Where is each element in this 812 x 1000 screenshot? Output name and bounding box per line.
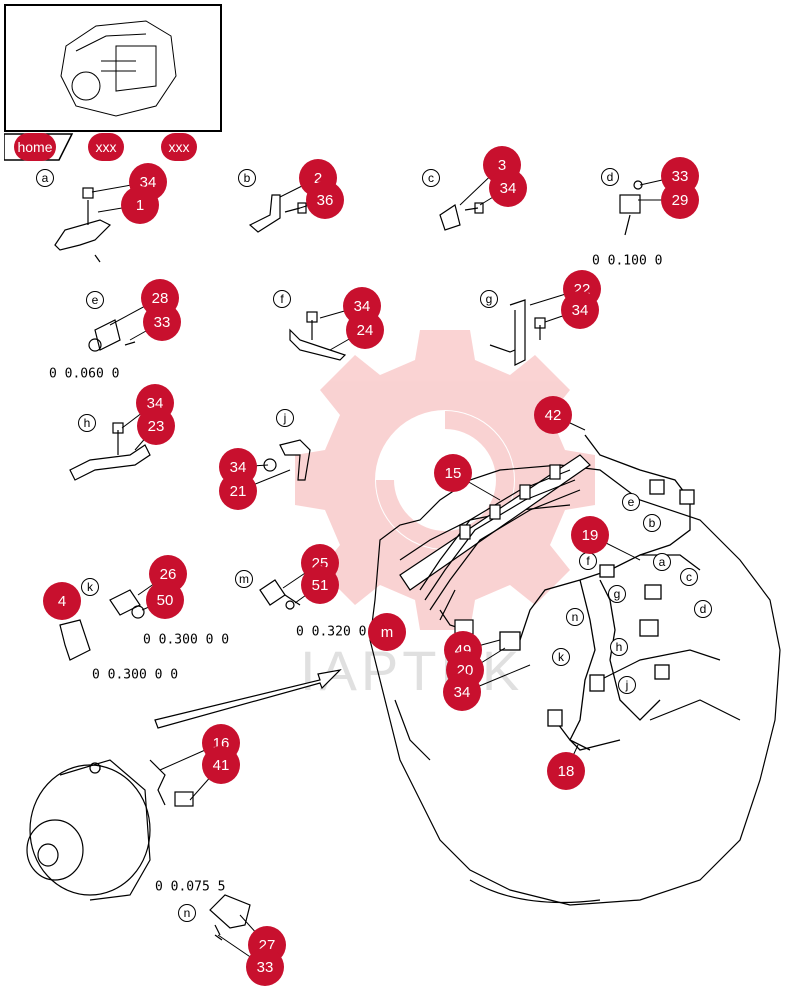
part-callout-1[interactable]: 1 bbox=[121, 186, 159, 224]
part-callout-50[interactable]: 50 bbox=[146, 581, 184, 619]
quantity-label: 0 0.075 5 bbox=[155, 879, 226, 895]
part-sketches bbox=[54, 180, 643, 941]
part-callout-33[interactable]: 33 bbox=[143, 303, 181, 341]
injector-rail bbox=[399, 454, 591, 635]
view-label-c: c bbox=[422, 169, 440, 187]
part-callout-29[interactable]: 29 bbox=[661, 181, 699, 219]
harness-label-a: a bbox=[653, 553, 671, 571]
view-label-k: k bbox=[81, 578, 99, 596]
view-label-g: g bbox=[480, 290, 498, 308]
quantity-label: 0 0.320 0 bbox=[296, 624, 367, 640]
part-callout-33[interactable]: 33 bbox=[246, 948, 284, 986]
harness-label-k: k bbox=[552, 648, 570, 666]
part-callout-34[interactable]: 34 bbox=[561, 291, 599, 329]
view-label-e: e bbox=[86, 291, 104, 309]
part-callout-42[interactable]: 42 bbox=[534, 396, 572, 434]
view-label-b: b bbox=[238, 169, 256, 187]
view-label-d: d bbox=[601, 168, 619, 186]
part-callout-41[interactable]: 41 bbox=[202, 746, 240, 784]
view-label-j: j bbox=[276, 409, 294, 427]
view-label-f: f bbox=[273, 290, 291, 308]
watermark-text: IAPTEK bbox=[300, 639, 523, 702]
harness-label-g: g bbox=[608, 585, 626, 603]
part-callout-19[interactable]: 19 bbox=[571, 516, 609, 554]
part-callout-51[interactable]: 51 bbox=[301, 566, 339, 604]
view-label-m: m bbox=[235, 570, 253, 588]
part-callout-21[interactable]: 21 bbox=[219, 472, 257, 510]
quantity-label: 0 0.100 0 bbox=[592, 253, 663, 269]
quantity-label: 0 0.060 0 bbox=[49, 366, 120, 382]
wiring-harness bbox=[499, 434, 701, 751]
view-label-n: n bbox=[178, 904, 196, 922]
engine-thumbnail-image bbox=[60, 20, 177, 117]
part-callout-15[interactable]: 15 bbox=[434, 454, 472, 492]
quantity-label: 0 0.300 0 0 bbox=[92, 667, 179, 683]
home-button[interactable]: home bbox=[14, 133, 56, 161]
part-callout-36[interactable]: 36 bbox=[306, 181, 344, 219]
nav-link-1[interactable]: xxx bbox=[88, 133, 124, 161]
harness-label-f: f bbox=[579, 552, 597, 570]
harness-label-e: e bbox=[622, 493, 640, 511]
harness-label-h: h bbox=[610, 638, 628, 656]
part-callout-23[interactable]: 23 bbox=[137, 407, 175, 445]
harness-label-n: n bbox=[566, 608, 584, 626]
part-callout-34[interactable]: 34 bbox=[443, 673, 481, 711]
harness-label-b: b bbox=[643, 514, 661, 532]
harness-label-j: j bbox=[618, 676, 636, 694]
harness-label-c: c bbox=[680, 568, 698, 586]
direction-arrow bbox=[154, 669, 342, 729]
part-callout-34[interactable]: 34 bbox=[489, 169, 527, 207]
view-label-h: h bbox=[78, 414, 96, 432]
engine-thumbnail bbox=[4, 4, 222, 161]
part-callout-m[interactable]: m bbox=[368, 613, 406, 651]
quantity-label: 0 0.300 0 0 bbox=[143, 632, 230, 648]
alternator bbox=[26, 759, 151, 901]
harness-label-d: d bbox=[694, 600, 712, 618]
part-callout-24[interactable]: 24 bbox=[346, 311, 384, 349]
part-callout-18[interactable]: 18 bbox=[547, 752, 585, 790]
part-callout-4[interactable]: 4 bbox=[43, 582, 81, 620]
view-label-a: a bbox=[36, 169, 54, 187]
nav-link-2[interactable]: xxx bbox=[161, 133, 197, 161]
